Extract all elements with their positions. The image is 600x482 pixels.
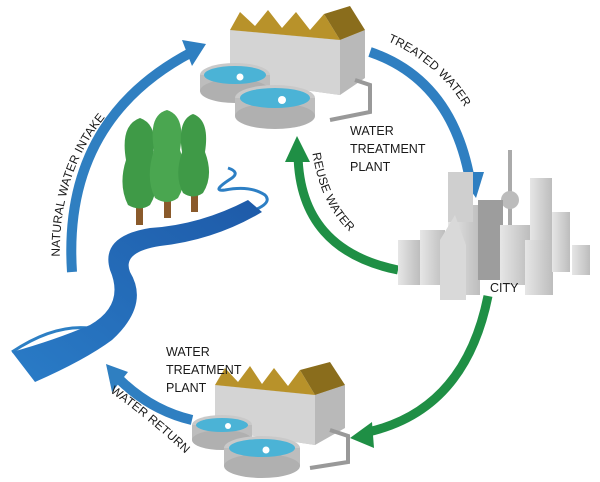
bottom-plant-label-line: WATER	[166, 345, 210, 359]
bottom-water-treatment-plant	[192, 362, 350, 478]
top-water-treatment-plant	[200, 6, 372, 129]
top-plant-label-line: TREATMENT	[350, 142, 426, 156]
bottom-plant-label: WATER TREATMENT PLANT	[166, 345, 245, 395]
bottom-plant-label-line: TREATMENT	[166, 363, 242, 377]
tree	[122, 118, 157, 225]
trees	[122, 110, 210, 225]
top-plant-label-line: WATER	[350, 124, 394, 138]
top-plant-label: WATER TREATMENT PLANT	[350, 124, 429, 174]
arrow-water-return	[106, 364, 194, 425]
city-buildings	[398, 150, 590, 300]
arrow-city-to-plant	[350, 295, 493, 448]
tree	[178, 114, 210, 212]
top-plant-label-line: PLANT	[350, 160, 391, 174]
city-label: CITY	[490, 281, 519, 295]
river-body	[12, 200, 262, 382]
arrow-reuse-water	[285, 136, 399, 275]
river	[11, 166, 269, 382]
tree	[149, 110, 185, 218]
bottom-plant-label-line: PLANT	[166, 381, 207, 395]
arrow-natural-intake	[66, 40, 206, 273]
